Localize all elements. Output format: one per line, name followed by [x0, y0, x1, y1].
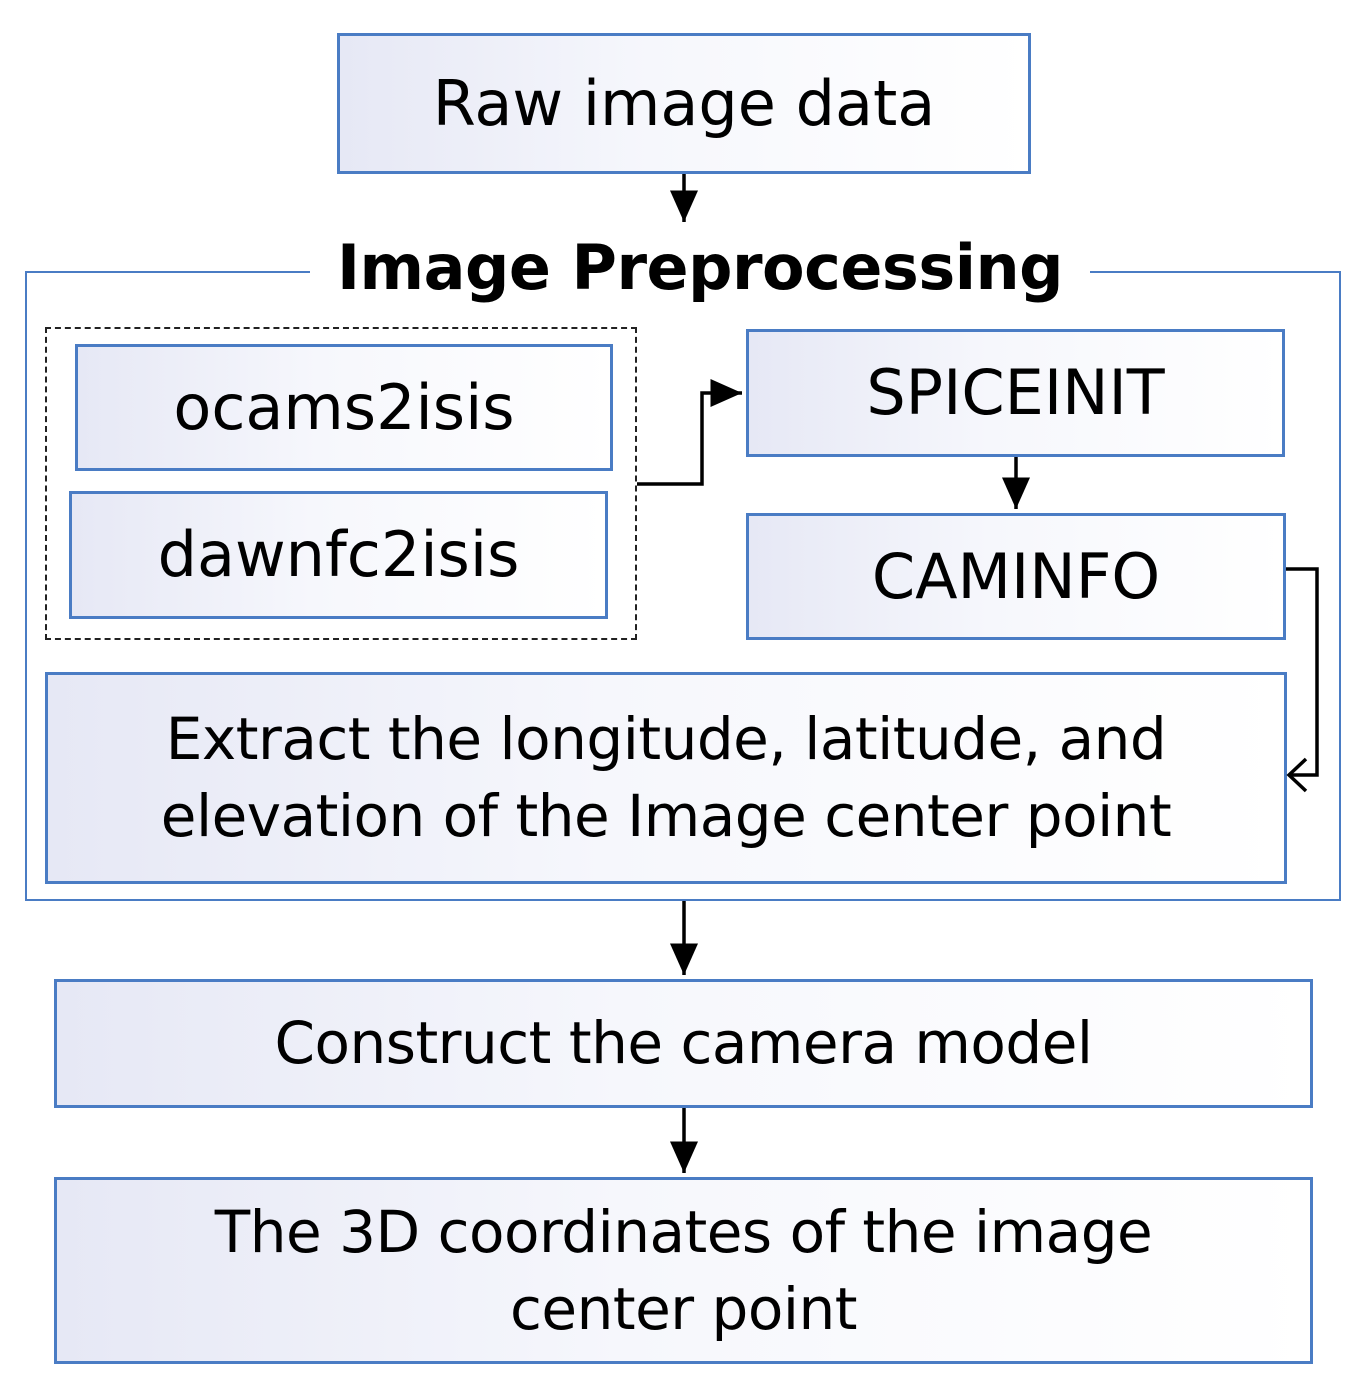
dawnfc2isis-node: dawnfc2isis	[69, 491, 608, 619]
ocams2isis-label: ocams2isis	[173, 370, 515, 444]
raw-image-data-node: Raw image data	[337, 33, 1031, 174]
caminfo-label: CAMINFO	[871, 539, 1161, 613]
extract-center-line2: elevation of the Image center point	[160, 782, 1172, 850]
construct-camera-node: Construct the camera model	[54, 979, 1313, 1108]
result-line2: center point	[510, 1274, 857, 1343]
dawnfc2isis-label: dawnfc2isis	[157, 518, 520, 592]
spiceinit-node: SPICEINIT	[746, 329, 1285, 457]
extract-center-line1: Extract the longitude, latitude, and	[165, 705, 1167, 774]
result-node: The 3D coordinates of the image center p…	[54, 1177, 1313, 1364]
spiceinit-label: SPICEINIT	[866, 356, 1165, 430]
construct-camera-label: Construct the camera model	[274, 1009, 1093, 1078]
group-title: Image Preprocessing	[310, 222, 1090, 312]
ocams2isis-node: ocams2isis	[75, 344, 613, 471]
raw-image-data-label: Raw image data	[432, 66, 936, 140]
converter-group	[45, 327, 637, 640]
extract-center-node: Extract the longitude, latitude, and ele…	[45, 672, 1287, 884]
caminfo-node: CAMINFO	[746, 513, 1286, 640]
result-line1: The 3D coordinates of the image	[214, 1197, 1153, 1266]
